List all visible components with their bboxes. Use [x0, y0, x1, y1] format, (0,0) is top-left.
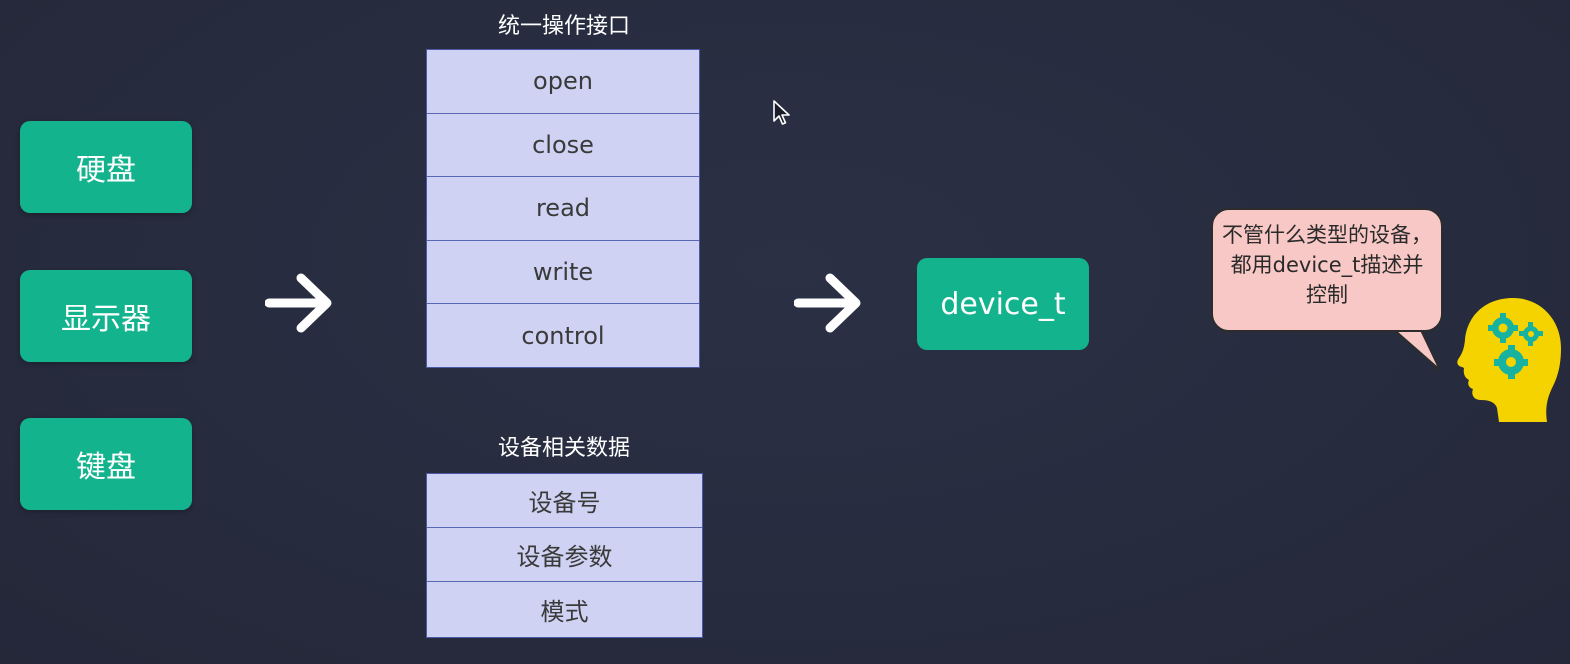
device-data-table: 设备号 设备参数 模式 — [426, 473, 703, 638]
device-box-keyboard: 键盘 — [20, 418, 192, 510]
interface-row-control: control — [521, 321, 605, 350]
device-data-title: 设备相关数据 — [497, 436, 630, 461]
interface-table: open close read write control — [426, 49, 700, 368]
mouse-cursor-icon — [773, 100, 790, 125]
interface-row-read: read — [427, 177, 699, 241]
speech-bubble: 不管什么类型的设备，都用device_t描述并控制 — [1211, 208, 1443, 332]
device-label-display: 显示器 — [61, 302, 151, 337]
device-label-keyboard: 键盘 — [76, 450, 136, 485]
device-label-harddisk: 硬盘 — [76, 153, 136, 188]
interface-row-open: open — [427, 50, 699, 114]
device-data-row-params: 设备参数 — [427, 528, 702, 582]
interface-row-close: close — [427, 114, 699, 177]
device-data-row-number: 设备号 — [427, 474, 702, 528]
interface-row-write: write — [427, 241, 699, 304]
right-arrow-icon — [265, 273, 332, 333]
speech-bubble-tail — [1390, 328, 1441, 371]
device-t-box: device_t — [917, 258, 1089, 350]
speech-bubble-text: 不管什么类型的设备，都用device_t描述并控制 — [1222, 223, 1432, 307]
right-arrow-icon — [794, 273, 861, 333]
device-data-row-mode: 模式 — [540, 597, 589, 626]
head-gears-icon — [1457, 298, 1561, 422]
device-box-harddisk: 硬盘 — [20, 121, 192, 213]
device-box-display: 显示器 — [20, 270, 192, 362]
device-t-label: device_t — [940, 286, 1066, 322]
interface-title: 统一操作接口 — [497, 14, 630, 39]
